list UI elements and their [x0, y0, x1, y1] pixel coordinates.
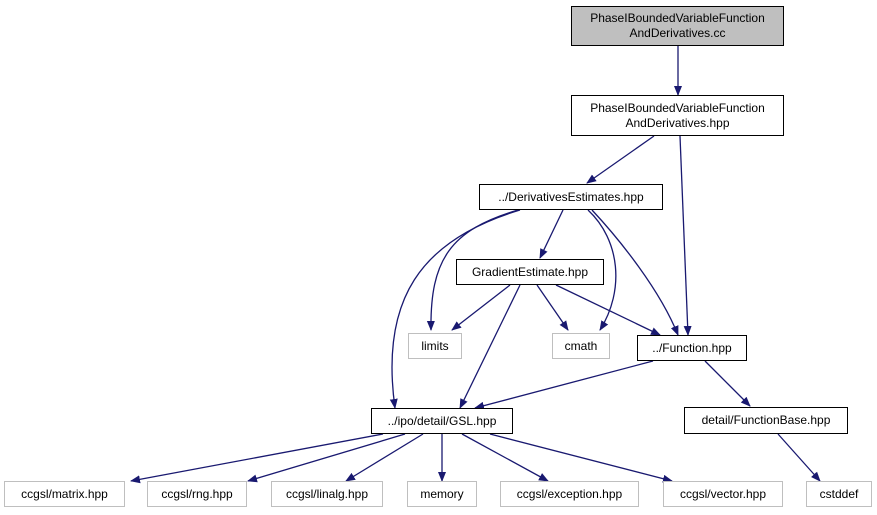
- edge-gradest-cmath: [536, 284, 569, 331]
- edge-derest-gradest: [539, 209, 564, 259]
- edge-gradest-function: [555, 284, 661, 336]
- node-gradient-estimate[interactable]: GradientEstimate.hpp: [456, 259, 604, 285]
- node-label: ../ipo/detail/GSL.hpp: [387, 413, 497, 428]
- edge-function-gsl: [474, 360, 654, 410]
- node-root-cc[interactable]: PhaseIBoundedVariableFunction AndDerivat…: [571, 6, 784, 46]
- node-label: ../Function.hpp: [652, 340, 732, 355]
- node-ccgsl-exception[interactable]: ccgsl/exception.hpp: [500, 481, 639, 507]
- edge-gsl-exception: [461, 433, 549, 482]
- node-limits[interactable]: limits: [408, 333, 462, 359]
- edge-hpp-function: [679, 135, 692, 336]
- edge-funcbase-cstddef: [777, 433, 821, 482]
- node-label: ../DerivativesEstimates.hpp: [498, 189, 644, 204]
- node-label: ccgsl/rng.hpp: [161, 486, 233, 501]
- node-ccgsl-vector[interactable]: ccgsl/vector.hpp: [663, 481, 783, 507]
- node-label: cmath: [564, 338, 598, 353]
- node-label: memory: [420, 486, 464, 501]
- node-label: ccgsl/linalg.hpp: [285, 486, 369, 501]
- edge-derest-function: [591, 209, 679, 336]
- node-label: GradientEstimate.hpp: [471, 264, 589, 279]
- node-memory[interactable]: memory: [407, 481, 477, 507]
- node-label: ccgsl/exception.hpp: [516, 486, 623, 501]
- node-ccgsl-matrix[interactable]: ccgsl/matrix.hpp: [4, 481, 125, 507]
- node-label: limits: [421, 338, 449, 353]
- edge-function-funcbase: [704, 360, 751, 407]
- node-label-line1: PhaseIBoundedVariableFunction: [590, 100, 765, 115]
- node-function[interactable]: ../Function.hpp: [637, 335, 747, 361]
- node-ccgsl-linalg[interactable]: ccgsl/linalg.hpp: [271, 481, 383, 507]
- edge-hpp-derest: [586, 135, 655, 184]
- edge-gradest-limits: [451, 284, 511, 331]
- node-cmath[interactable]: cmath: [552, 333, 610, 359]
- node-label-line1: PhaseIBoundedVariableFunction: [590, 11, 765, 25]
- node-label: ccgsl/matrix.hpp: [21, 486, 108, 501]
- node-function-base[interactable]: detail/FunctionBase.hpp: [684, 407, 848, 434]
- node-label-line2: AndDerivatives.cc: [629, 26, 726, 40]
- node-hpp[interactable]: PhaseIBoundedVariableFunction AndDerivat…: [571, 95, 784, 136]
- edge-gsl-matrix: [130, 433, 384, 484]
- node-cstddef[interactable]: cstddef: [806, 481, 872, 507]
- node-gsl[interactable]: ../ipo/detail/GSL.hpp: [371, 408, 513, 434]
- edge-gsl-vector: [489, 433, 673, 483]
- edge-gradest-gsl: [459, 284, 521, 409]
- edge-derest-gsl: [389, 209, 521, 409]
- edge-gsl-rng: [247, 433, 406, 483]
- node-derivatives-estimates[interactable]: ../DerivativesEstimates.hpp: [479, 184, 663, 210]
- edge-derest-cmath: [587, 209, 617, 331]
- node-label: detail/FunctionBase.hpp: [701, 413, 831, 427]
- node-label: ccgsl/vector.hpp: [679, 486, 767, 501]
- node-label-line2: AndDerivatives.hpp: [625, 115, 730, 130]
- node-ccgsl-rng[interactable]: ccgsl/rng.hpp: [147, 481, 247, 507]
- node-label: cstddef: [819, 486, 859, 501]
- edge-gsl-linalg: [345, 433, 424, 482]
